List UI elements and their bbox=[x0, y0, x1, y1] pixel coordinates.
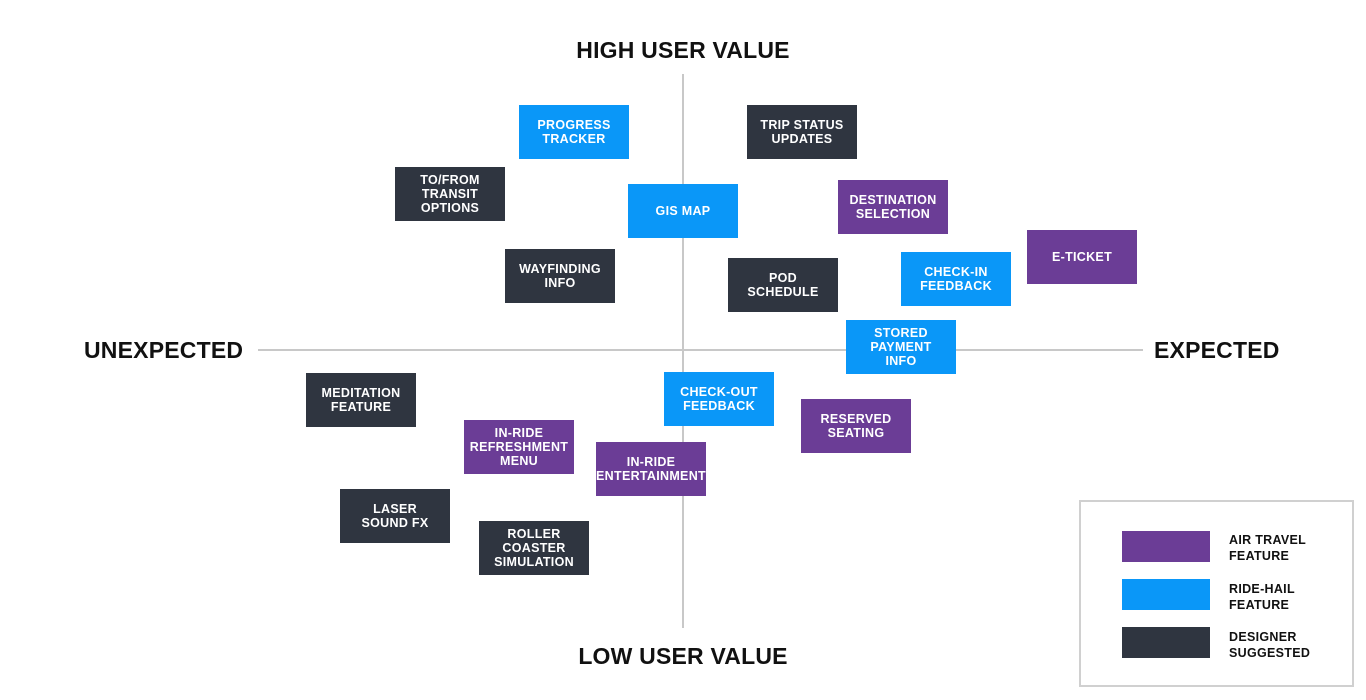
card-laser-sound-fx: LASER SOUND FX bbox=[340, 489, 450, 543]
legend-label-air-travel: AIR TRAVEL FEATURE bbox=[1229, 533, 1307, 563]
axis-label-low-user-value: LOW USER VALUE bbox=[578, 643, 788, 669]
legend-label-ride-hail: RIDE-HAIL FEATURE bbox=[1229, 582, 1295, 612]
card-e-ticket: E-TICKET bbox=[1027, 230, 1137, 284]
legend: AIR TRAVEL FEATURE RIDE-HAIL FEATURE DES… bbox=[1079, 500, 1354, 687]
legend-swatch-air-travel bbox=[1122, 531, 1210, 562]
card-pod-schedule: POD SCHEDULE bbox=[728, 258, 838, 312]
card-reserved-seating: RESERVED SEATING bbox=[801, 399, 911, 453]
legend-label-designer: DESIGNER SUGGESTED bbox=[1229, 630, 1311, 660]
axis-label-high-user-value: HIGH USER VALUE bbox=[576, 37, 790, 63]
axis-label-expected: EXPECTED bbox=[1154, 337, 1280, 363]
card-gis-map: GIS MAP bbox=[628, 184, 738, 238]
vertical-axis-line bbox=[682, 74, 684, 628]
card-roller-coaster-simulation: ROLLER COASTER SIMULATION bbox=[479, 521, 589, 575]
legend-swatch-designer bbox=[1122, 627, 1210, 658]
card-in-ride-entertainment: IN-RIDE ENTERTAINMENT bbox=[596, 442, 706, 496]
card-check-in-feedback: CHECK-IN FEEDBACK bbox=[901, 252, 1011, 306]
card-check-out-feedback: CHECK-OUT FEEDBACK bbox=[664, 372, 774, 426]
card-to-from-transit-options: TO/FROM TRANSIT OPTIONS bbox=[395, 167, 505, 221]
card-trip-status-updates: TRIP STATUS UPDATES bbox=[747, 105, 857, 159]
card-wayfinding-info: WAYFINDING INFO bbox=[505, 249, 615, 303]
axis-label-unexpected: UNEXPECTED bbox=[84, 337, 244, 363]
horizontal-axis-line bbox=[258, 349, 1143, 351]
legend-swatch-ride-hail bbox=[1122, 579, 1210, 610]
card-meditation-feature: MEDITATION FEATURE bbox=[306, 373, 416, 427]
card-in-ride-refreshment-menu: IN-RIDE REFRESHMENT MENU bbox=[464, 420, 574, 474]
card-destination-selection: DESTINATION SELECTION bbox=[838, 180, 948, 234]
card-progress-tracker: PROGRESS TRACKER bbox=[519, 105, 629, 159]
card-stored-payment-info: STORED PAYMENT INFO bbox=[846, 320, 956, 374]
